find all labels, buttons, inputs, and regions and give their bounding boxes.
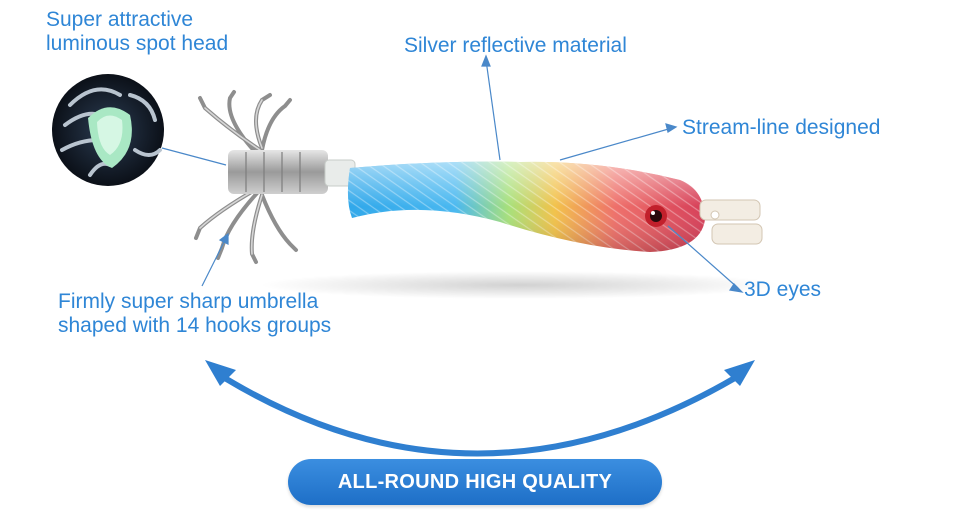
lure-tail	[699, 199, 763, 245]
callout-luminous-head: Super attractive luminous spot head	[46, 8, 228, 56]
callout-hooks: Firmly super sharp umbrella shaped with …	[58, 290, 331, 338]
lure-shadow	[260, 271, 780, 299]
umbrella-hooks	[194, 90, 298, 264]
lure-eye	[645, 205, 667, 227]
hook-sleeve	[228, 150, 328, 194]
quality-badge: ALL-ROUND HIGH QUALITY	[288, 459, 662, 505]
callout-head-line1: Super attractive	[46, 8, 194, 31]
glow-head-closeup	[52, 74, 164, 186]
curved-double-arrow	[205, 360, 755, 457]
lure-body	[347, 161, 705, 252]
sleeve-ridges	[245, 152, 301, 192]
callout-silver-material: Silver reflective material	[404, 34, 627, 57]
callout-hooks-line1: Firmly super sharp umbrella	[58, 290, 319, 313]
callout-hooks-line2: shaped with 14 hooks groups	[58, 314, 332, 337]
callout-head-line2: luminous spot head	[46, 32, 229, 55]
callout-lines	[161, 54, 744, 293]
callout-3d-eyes: 3D eyes	[744, 278, 822, 301]
callout-streamline: Stream-line designed	[682, 116, 881, 139]
